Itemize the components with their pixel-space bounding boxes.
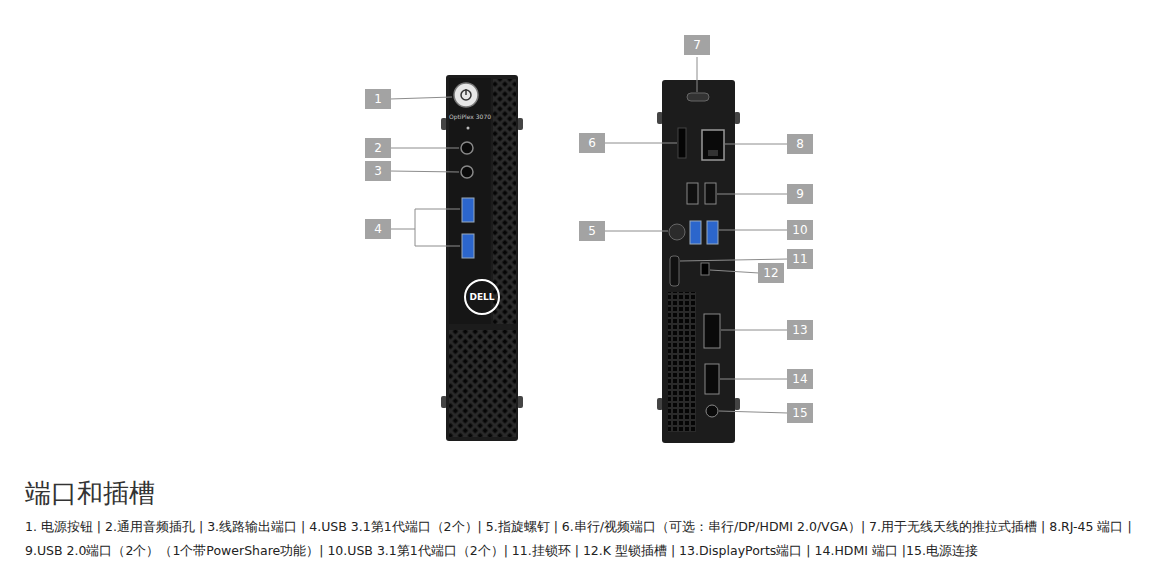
callout-number: 12	[758, 263, 784, 283]
usb-port	[462, 198, 474, 222]
leader-line	[390, 171, 459, 172]
audio-jack	[461, 142, 473, 154]
hdmi-port	[705, 364, 719, 394]
leader-line	[717, 194, 788, 195]
leader-line	[680, 259, 788, 261]
kensington-slot	[701, 263, 709, 275]
rj45-port	[702, 130, 724, 160]
power-jack	[706, 405, 718, 417]
power-symbol	[461, 90, 471, 100]
usb-port	[462, 234, 474, 258]
logo-ring	[465, 280, 499, 314]
chassis-front	[446, 75, 518, 441]
leader-line	[390, 148, 459, 149]
callout-number: 9	[787, 184, 813, 204]
callout-number: 4	[365, 219, 391, 239]
leader-lines	[390, 57, 788, 413]
thumbscrew	[669, 224, 685, 240]
leader-line	[604, 143, 677, 144]
power-button	[454, 83, 478, 107]
callout-number: 14	[787, 369, 813, 389]
chassis-back	[662, 80, 735, 443]
callout-number: 5	[579, 221, 605, 241]
callout-number: 1	[365, 89, 391, 109]
leader-line	[390, 97, 452, 99]
brand-logo: DELL	[469, 292, 494, 302]
front-chassis	[441, 75, 523, 441]
leader-line	[604, 231, 668, 232]
optional-port	[678, 128, 686, 158]
leader-line	[725, 144, 788, 145]
vent	[668, 292, 696, 432]
usb3-port	[690, 221, 701, 244]
leader-line	[390, 229, 415, 230]
callout-number: 11	[787, 249, 813, 269]
front-panel	[449, 78, 491, 324]
callout-number: 8	[787, 134, 813, 154]
leader-line	[719, 411, 788, 413]
displayport	[704, 314, 720, 348]
callout-number: 7	[684, 35, 710, 55]
usb2-port	[687, 183, 698, 204]
leader-line	[710, 270, 759, 273]
callout-number: 10	[787, 220, 813, 240]
antenna-slot	[687, 93, 709, 101]
callout-number: 6	[579, 133, 605, 153]
port-caption: 1. 电源按钮 | 2.通用音频插孔 | 3.线路输出端口 | 4.USB 3.…	[25, 515, 1137, 563]
audio-jack	[461, 166, 473, 178]
leader-line	[719, 230, 788, 231]
section-title: 端口和插槽	[25, 476, 155, 511]
back-chassis	[657, 80, 740, 443]
leader-line	[415, 246, 460, 247]
leader-line	[721, 330, 788, 331]
leader-line	[720, 379, 788, 380]
rj45-latch	[708, 150, 718, 156]
usb3-port	[707, 221, 718, 244]
padlock-loop	[670, 256, 679, 286]
callout-number: 15	[787, 403, 813, 423]
callout-number: 13	[787, 320, 813, 340]
leader-line	[415, 209, 460, 210]
led	[467, 127, 470, 130]
bracket	[415, 209, 416, 246]
callout-number: 3	[365, 161, 391, 181]
model-name: OptiPlex 3070	[449, 113, 491, 120]
usb2-port	[705, 183, 716, 204]
grille	[449, 330, 516, 437]
leader-line	[697, 57, 698, 92]
callout-number: 2	[365, 138, 391, 158]
power-symbol	[465, 89, 467, 95]
